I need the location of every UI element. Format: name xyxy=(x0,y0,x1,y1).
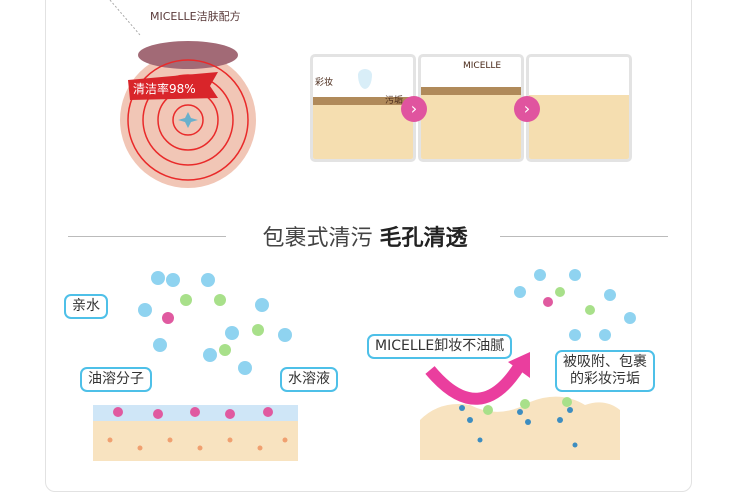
pointer-line xyxy=(109,0,141,36)
dirt-label: 污垢 xyxy=(385,96,404,106)
divider-right xyxy=(500,236,668,237)
content-frame xyxy=(45,0,692,492)
water-drop-icon xyxy=(358,69,372,89)
cleaning-rate-ribbon: 清洁率98% xyxy=(133,82,196,96)
micelle-molecules-left xyxy=(138,271,292,375)
skin-circle xyxy=(120,41,256,188)
oil-soluble-label: 油溶分子 xyxy=(80,367,152,392)
left-skin xyxy=(93,405,298,461)
heading-light: 包裹式清污 xyxy=(262,226,380,251)
dirt-layer xyxy=(138,41,238,69)
divider-left xyxy=(68,236,226,237)
step-panel-after xyxy=(526,54,632,162)
heading-bold: 毛孔清透 xyxy=(379,226,468,251)
adsorbed-dirt-label: 被吸附、包裹 的彩妆污垢 xyxy=(555,350,655,392)
step-panel-before: 彩妆 污垢 xyxy=(310,54,416,162)
makeup-label: 彩妆 xyxy=(315,78,334,88)
adsorbed-line-2: 的彩妆污垢 xyxy=(570,371,640,387)
hydrophilic-label: 亲水 xyxy=(64,294,108,319)
step-panel-during: MICELLE xyxy=(418,54,524,162)
brand-arc-text: MICELLE洁肤配方 xyxy=(150,10,241,23)
adsorbed-line-1: 被吸附、包裹 xyxy=(563,354,647,370)
micelle-label-box: MICELLE卸妆不油腻 xyxy=(367,334,513,359)
curved-arrow xyxy=(425,361,526,405)
micelle-label: MICELLE xyxy=(463,61,502,71)
next-step-arrow-icon: › xyxy=(514,96,540,122)
micelle-molecules-right xyxy=(514,269,636,341)
right-skin xyxy=(420,352,620,460)
water-solution-label: 水溶液 xyxy=(280,367,338,392)
next-step-arrow-icon: › xyxy=(401,96,427,122)
ribbon-shape xyxy=(128,72,218,100)
section-heading: 包裹式清污 毛孔清透 xyxy=(0,220,730,252)
